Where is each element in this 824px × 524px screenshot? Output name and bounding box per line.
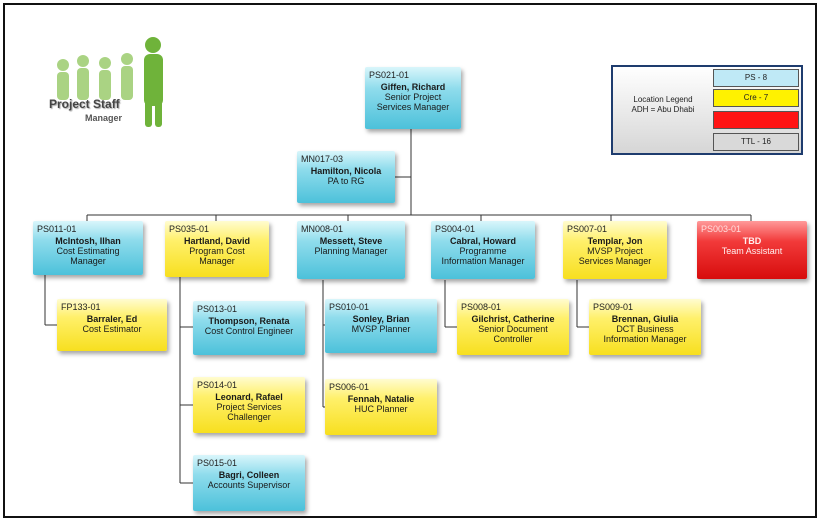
node-code: PS007-01 [567, 224, 608, 234]
node-title: HUC Planner [354, 404, 408, 414]
node-title: Information Manager [441, 256, 525, 266]
legend-label-line2: ADH = Abu Dhabi [631, 105, 695, 114]
org-chart-frame: Project Staff Manager Location Legend AD… [3, 3, 817, 518]
node-code: PS003-01 [701, 224, 742, 234]
node-name: Brennan, Giulia [611, 314, 679, 324]
node-title: Planning Manager [314, 246, 388, 256]
node-root[interactable]: PS021-01 Giffen, Richard Senior Project … [365, 67, 461, 129]
node-title: Cost Estimating [56, 246, 120, 256]
node-bagri[interactable]: PS015-01 Bagri, Colleen Accounts Supervi… [193, 455, 305, 511]
node-hartland[interactable]: PS035-01 Hartland, David Program Cost Ma… [165, 221, 269, 277]
node-code: FP133-01 [61, 302, 101, 312]
node-code: PS009-01 [593, 302, 634, 312]
node-title: Services Manager [578, 256, 652, 266]
node-mcintosh[interactable]: PS011-01 McIntosh, Ilhan Cost Estimating… [33, 221, 143, 275]
node-code: PS010-01 [329, 302, 370, 312]
node-name: Sonley, Brian [352, 314, 410, 324]
node-name: Thompson, Renata [208, 316, 290, 326]
node-title: Programme [459, 246, 507, 256]
node-title: Controller [493, 334, 533, 344]
node-title: Accounts Supervisor [207, 480, 291, 490]
node-brennan[interactable]: PS009-01 Brennan, Giulia DCT Business In… [589, 299, 701, 355]
node-name: McIntosh, Ilhan [55, 236, 121, 246]
node-title: Challenger [227, 412, 271, 422]
legend-item-red [713, 111, 799, 129]
node-name: Bagri, Colleen [218, 470, 280, 480]
node-title: Senior Document [478, 324, 548, 334]
node-code: PS006-01 [329, 382, 370, 392]
node-title: MVSP Planner [351, 324, 411, 334]
node-title: Project Services [216, 402, 282, 412]
node-messett[interactable]: MN008-01 Messett, Steve Planning Manager [297, 221, 405, 279]
node-gilchrist[interactable]: PS008-01 Gilchrist, Catherine Senior Doc… [457, 299, 569, 355]
node-assistant[interactable]: MN017-03 Hamilton, Nicola PA to RG [297, 151, 395, 203]
project-staff-logo: Project Staff Manager [43, 35, 183, 135]
node-thompson[interactable]: PS013-01 Thompson, Renata Cost Control E… [193, 301, 305, 355]
node-title: Services Manager [376, 102, 450, 112]
node-code: MN017-03 [301, 154, 344, 164]
legend-item-ps: PS - 8 [713, 69, 799, 87]
logo-subtitle: Manager [85, 113, 123, 123]
people-silhouette-icon [57, 37, 163, 127]
node-code: PS035-01 [169, 224, 210, 234]
node-name: Hartland, David [183, 236, 250, 246]
node-code: PS021-01 [369, 70, 410, 80]
node-name: Hamilton, Nicola [310, 166, 382, 176]
node-name: Cabral, Howard [449, 236, 516, 246]
node-code: PS008-01 [461, 302, 502, 312]
node-name: Giffen, Richard [380, 82, 446, 92]
node-name: Messett, Steve [319, 236, 383, 246]
legend-item-ttl: TTL - 16 [713, 133, 799, 151]
node-name: Leonard, Rafael [215, 392, 283, 402]
legend-label: Location Legend ADH = Abu Dhabi [617, 95, 709, 115]
node-name: Barraler, Ed [86, 314, 138, 324]
node-fennah[interactable]: PS006-01 Fennah, Natalie HUC Planner [325, 379, 437, 435]
node-title: MVSP Project [587, 246, 643, 256]
node-title: DCT Business [616, 324, 674, 334]
node-name: TBD [742, 236, 762, 246]
node-title: Information Manager [603, 334, 687, 344]
node-title: Manager [70, 256, 106, 266]
logo-title: Project Staff [49, 97, 120, 111]
node-title: Program Cost [189, 246, 245, 256]
location-legend: Location Legend ADH = Abu Dhabi PS - 8 C… [611, 65, 803, 155]
node-sonley[interactable]: PS010-01 Sonley, Brian MVSP Planner [325, 299, 437, 353]
node-code: PS004-01 [435, 224, 476, 234]
node-code: MN008-01 [301, 224, 344, 234]
node-cabral[interactable]: PS004-01 Cabral, Howard Programme Inform… [431, 221, 535, 279]
node-title: PA to RG [327, 176, 365, 186]
node-title: Senior Project [384, 92, 442, 102]
node-barraler[interactable]: FP133-01 Barraler, Ed Cost Estimator [57, 299, 167, 351]
node-title: Cost Estimator [82, 324, 142, 334]
node-leonard[interactable]: PS014-01 Leonard, Rafael Project Service… [193, 377, 305, 433]
node-code: PS015-01 [197, 458, 238, 468]
legend-item-cre: Cre - 7 [713, 89, 799, 107]
node-title: Cost Control Engineer [204, 326, 294, 336]
node-code: PS013-01 [197, 304, 238, 314]
node-name: Templar, Jon [587, 236, 643, 246]
node-templar[interactable]: PS007-01 Templar, Jon MVSP Project Servi… [563, 221, 667, 279]
node-code: PS011-01 [37, 224, 77, 234]
connector-lines [44, 129, 752, 484]
node-name: Gilchrist, Catherine [471, 314, 555, 324]
node-tbd[interactable]: PS003-01 TBD Team Assistant [697, 221, 807, 279]
node-title: Manager [199, 256, 235, 266]
node-name: Fennah, Natalie [347, 394, 415, 404]
legend-label-line1: Location Legend [633, 95, 693, 104]
node-title: Team Assistant [721, 246, 783, 256]
node-code: PS014-01 [197, 380, 238, 390]
